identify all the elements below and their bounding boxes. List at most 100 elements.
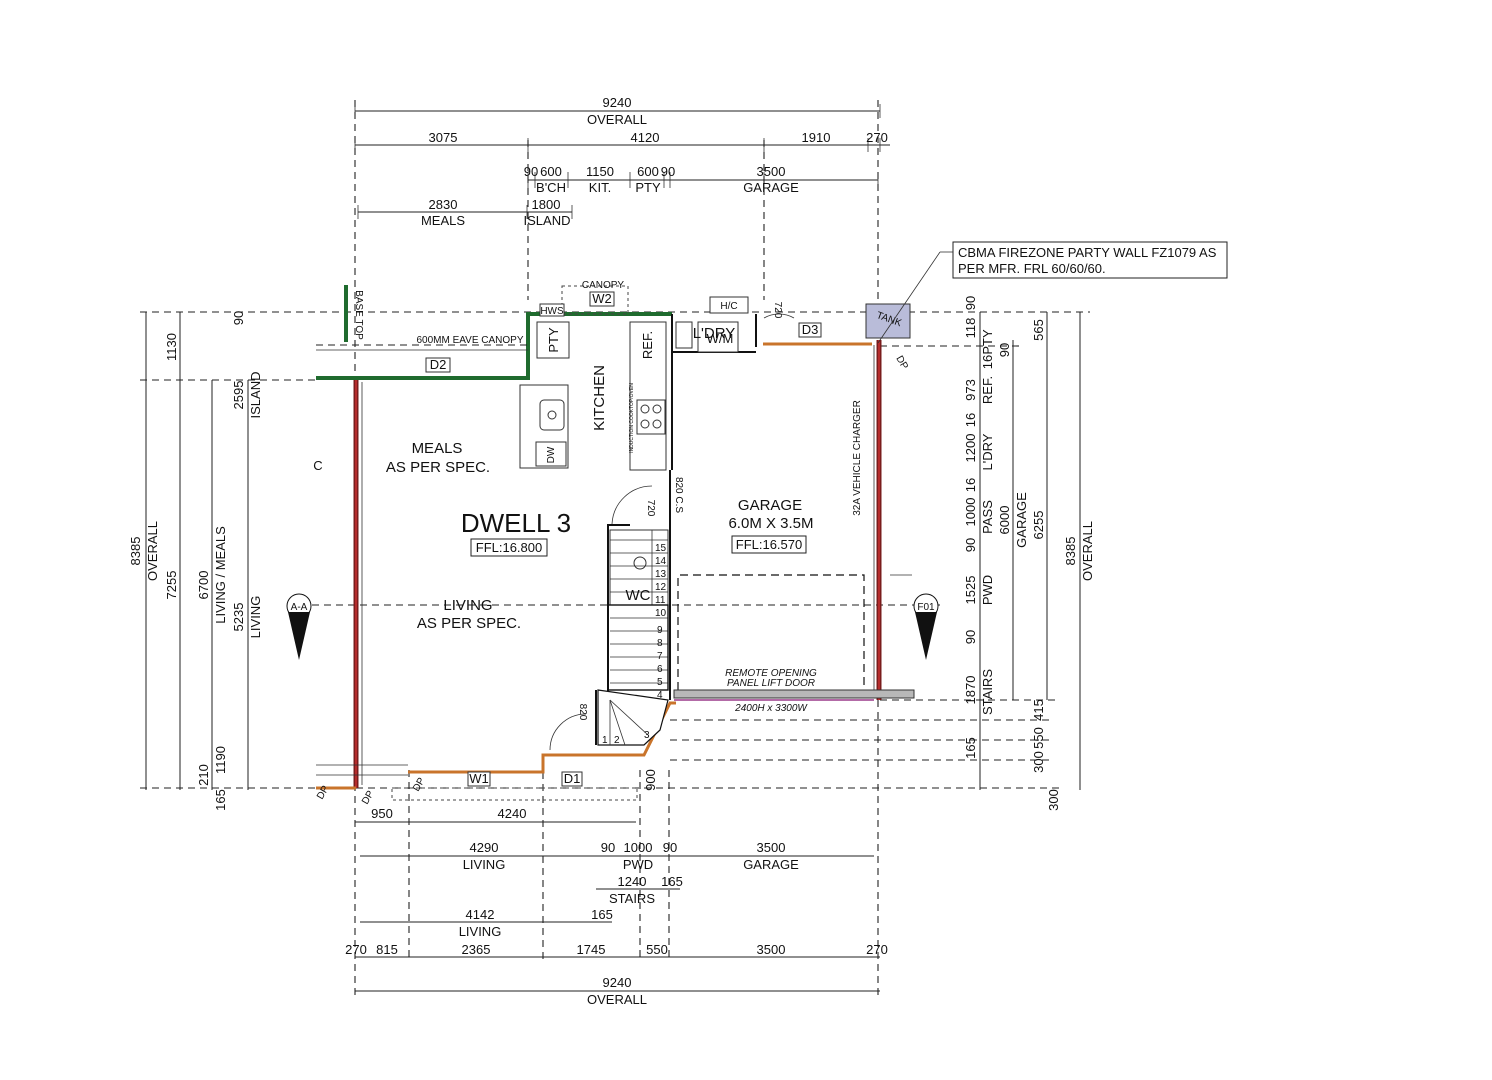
dim-right-b: 90 [997,343,1012,357]
label-ref: REF. [640,331,655,359]
label-door-size: 2400H x 3300W [734,703,808,714]
dim-right-b: 550 [1031,727,1046,749]
dim-bottom-row5: 3500 [757,942,786,957]
label-ldry: L'DRY [693,325,736,342]
label-remote-1: REMOTE OPENING [725,668,817,679]
label-meals-spec: AS PER SPEC. [386,459,490,476]
dim-left-1190: 1190 [213,746,228,774]
tag-w1-box [467,771,491,787]
dim-top-row4: 2830 [429,197,458,212]
label-dw: DW [546,446,557,463]
dim-bottom-row5: 270 [345,942,367,957]
dim-bottom-row2: LIVING [463,857,506,872]
dim-top-row3-label: B'CH [536,180,566,195]
label-door-820: 820 [577,704,588,721]
section-marker-a: A-A [286,593,312,660]
dim-right-a: 1525 [963,576,978,605]
door-swing-pwd [549,713,587,751]
dim-bottom-row2: GARAGE [743,857,799,872]
garage-ffl-box [731,535,807,554]
dishwasher [535,441,567,467]
dim-right-a: L'DRY [980,433,995,470]
dim-bottom-row4: 4142 [466,907,495,922]
dwell-ffl: FFL:16.800 [476,540,543,555]
dim-left-fourth: 5235 [231,603,246,632]
dim-top-seg: 4120 [631,130,660,145]
dim-top-row3: 90 [661,164,675,179]
dim-left-165: 165 [213,789,228,811]
dim-right-a: 973 [963,379,978,401]
dim-bottom-row4: 165 [591,907,613,922]
dim-bottom-row2: PWD [623,857,653,872]
stair-num: 14 [655,556,667,567]
stair-num: 2 [614,735,620,746]
dim-bottom-row5: 1745 [577,942,606,957]
dim-top-row4-label: ISLAND [524,213,571,228]
dim-right-b: 415 [1031,699,1046,721]
stairs: WC 1 2 3 4 5 6 7 8 9 10 11 12 13 14 15 7… [597,485,669,746]
section-marker-f: F01 [913,593,939,660]
stair-lower [607,604,669,691]
bottom-dimensions: 950 4240 4290 LIVING 90 1000 90 PWD 3500… [345,769,888,1007]
dim-bottom-overall-label: OVERALL [587,992,647,1007]
hc-box [709,296,749,314]
tag-d2: D2 [430,357,447,372]
dim-right-a: 90 [963,296,978,310]
dim-top-row3-label: PTY [635,180,661,195]
tag-d3: D3 [802,322,819,337]
dim-right-outer-300: 300 [1046,789,1061,811]
dim-misc-900: 900 [643,769,658,791]
dim-right-a: 16 [980,355,995,369]
stair-num: 1 [602,735,608,746]
stair-num: 7 [657,651,663,662]
canopy-area: CANOPY W2 HWS H/C 600MM EAVE CANOPY D2 B… [316,280,749,373]
right-dimensions: 90 118 PTY 16 973 REF. 16 1200 L'DRY 16 … [963,296,1095,811]
dim-top-seg: 270 [866,130,888,145]
door-swing-d3 [763,313,795,319]
dim-bottom-row1: 4240 [498,806,527,821]
bottom-openings: W1 D1 820 DP DP DP DP [315,354,910,807]
left-dimensions: 8385 OVERALL 7255 1130 6700 LIVING / MEA… [128,311,263,811]
hws-box [539,303,565,317]
dim-top-overall-label: OVERALL [587,112,647,127]
section-a-label: A-A [291,602,308,613]
dim-top-row3: 3500 [757,164,786,179]
dim-left-1130: 1130 [164,333,179,361]
dim-right-a: 1000 [963,498,978,527]
label-garage-size: 6.0M X 3.5M [728,515,813,532]
stair-num: 11 [655,595,666,606]
section-f-label: F01 [917,602,935,613]
label-door-720: 720 [772,302,783,319]
dim-bottom-row3: 1240 [618,874,647,889]
dim-right-b: 6000 [997,506,1012,535]
cooktop [636,399,666,435]
label-base-top: BASE TOP [353,290,364,340]
kitchen-bench [629,321,667,471]
callout-line-2: PER MFR. FRL 60/60/60. [958,261,1106,276]
dim-right-b: GARAGE [1014,492,1029,548]
stair-num: 15 [655,543,667,554]
label-hws: HWS [540,306,564,317]
dim-left-90: 90 [231,311,246,325]
dim-top-row3: 90 [524,164,538,179]
dim-right-a: 90 [963,538,978,552]
label-eave-canopy: 600MM EAVE CANOPY [416,335,523,346]
garage-ffl: FFL:16.570 [736,537,803,552]
sink [539,399,565,431]
tag-d1: D1 [564,771,581,786]
dim-right-a: 118 [963,318,978,339]
label-induction: INDUCTION COOKTOP/OVEN [629,383,635,453]
dim-right-b: 300 [1031,751,1046,773]
stair-upper [609,529,669,606]
dim-bottom-row2: 4290 [470,840,499,855]
dim-top-row3: 1150 [586,164,614,179]
dim-top-row3-label: GARAGE [743,180,799,195]
dim-top-row4-label: MEALS [421,213,465,228]
dim-bottom-row3: STAIRS [609,891,655,906]
pantry-box [536,321,570,359]
dim-bottom-row5: 815 [376,942,398,957]
dim-left-fourth-label: LIVING [248,596,263,639]
dim-bottom-row2: 3500 [757,840,786,855]
dim-right-outer: 8385 [1063,537,1078,566]
